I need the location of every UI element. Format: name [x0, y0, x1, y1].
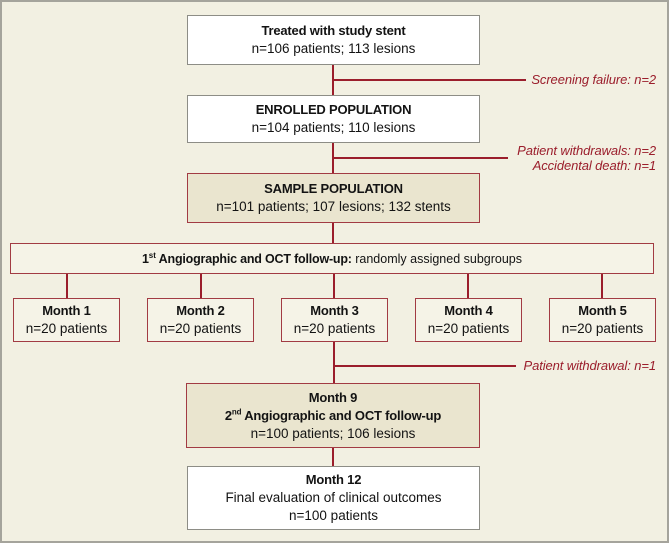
box-month-1-title: Month 1 — [42, 303, 91, 318]
box-month-2: Month 2 n=20 patients — [147, 298, 254, 342]
box-month9-line2: 2nd Angiographic and OCT follow-up — [225, 407, 441, 425]
connector-month2 — [200, 274, 202, 298]
box-month-5-title: Month 5 — [578, 303, 627, 318]
connector-month3 — [333, 274, 335, 298]
branch-withdrawal-single — [334, 365, 516, 367]
connector-sample-followup — [332, 223, 334, 244]
box-month-1: Month 1 n=20 patients — [13, 298, 120, 342]
branch-screening-failure — [333, 79, 526, 81]
followup1-bold: Angiographic and OCT follow-up: — [155, 251, 352, 266]
box-sample: SAMPLE POPULATION n=101 patients; 107 le… — [187, 173, 480, 223]
note-withdrawals-line1: Patient withdrawals: n=2 — [517, 143, 656, 158]
box-month9-subtitle: n=100 patients; 106 lesions — [250, 425, 416, 441]
box-month-2-subtitle: n=20 patients — [159, 321, 242, 336]
box-month12: Month 12 Final evaluation of clinical ou… — [187, 466, 480, 530]
box-month-3-title: Month 3 — [310, 303, 359, 318]
branch-withdrawals — [333, 157, 508, 159]
box-month-3-subtitle: n=20 patients — [293, 321, 376, 336]
note-accidental-death: Accidental death: n=1 — [532, 158, 656, 173]
note-withdrawals: Patient withdrawals: n=2 Accidental deat… — [517, 143, 656, 173]
followup1-tail: randomly assigned subgroups — [351, 251, 523, 266]
followup1-sup: st — [148, 250, 156, 260]
note-screening-failure: Screening failure: n=2 — [531, 72, 656, 87]
box-month-4-subtitle: n=20 patients — [427, 321, 510, 336]
box-month-4: Month 4 n=20 patients — [415, 298, 522, 342]
box-month-5: Month 5 n=20 patients — [549, 298, 656, 342]
box-month-3: Month 3 n=20 patients — [281, 298, 388, 342]
connector-month3-month9 — [333, 342, 335, 383]
box-month9: Month 9 2nd Angiographic and OCT follow-… — [186, 383, 480, 448]
box-month9-title: Month 9 — [308, 389, 358, 405]
connector-month9-month12 — [332, 448, 334, 466]
box-sample-subtitle: n=101 patients; 107 lesions; 132 stents — [216, 199, 451, 214]
box-treated-title: Treated with study stent — [261, 23, 406, 38]
box-first-followup-label: 1st Angiographic and OCT follow-up: rand… — [142, 250, 522, 268]
month9-sup: nd — [231, 407, 242, 417]
box-first-followup: 1st Angiographic and OCT follow-up: rand… — [10, 243, 654, 274]
box-month-5-subtitle: n=20 patients — [561, 321, 644, 336]
box-month12-line2: Final evaluation of clinical outcomes — [225, 490, 442, 505]
box-treated: Treated with study stent n=106 patients;… — [187, 15, 480, 65]
box-month-1-subtitle: n=20 patients — [25, 321, 108, 336]
box-enrolled-title: ENROLLED POPULATION — [255, 102, 412, 117]
box-month-2-title: Month 2 — [176, 303, 225, 318]
box-month12-title: Month 12 — [305, 472, 362, 487]
box-sample-title: SAMPLE POPULATION — [264, 181, 403, 196]
followup1-num: 1 — [141, 251, 149, 266]
month9-num: 2 — [224, 407, 232, 423]
connector-month1 — [66, 274, 68, 298]
box-month12-subtitle: n=100 patients — [289, 508, 378, 523]
box-enrolled: ENROLLED POPULATION n=104 patients; 110 … — [187, 95, 480, 143]
box-month-4-title: Month 4 — [444, 303, 493, 318]
note-withdrawal-single: Patient withdrawal: n=1 — [523, 358, 657, 373]
box-enrolled-subtitle: n=104 patients; 110 lesions — [251, 120, 416, 135]
box-treated-subtitle: n=106 patients; 113 lesions — [251, 41, 416, 56]
month9-bold: Angiographic and OCT follow-up — [241, 407, 442, 423]
connector-month5 — [601, 274, 603, 298]
connector-month4 — [467, 274, 469, 298]
